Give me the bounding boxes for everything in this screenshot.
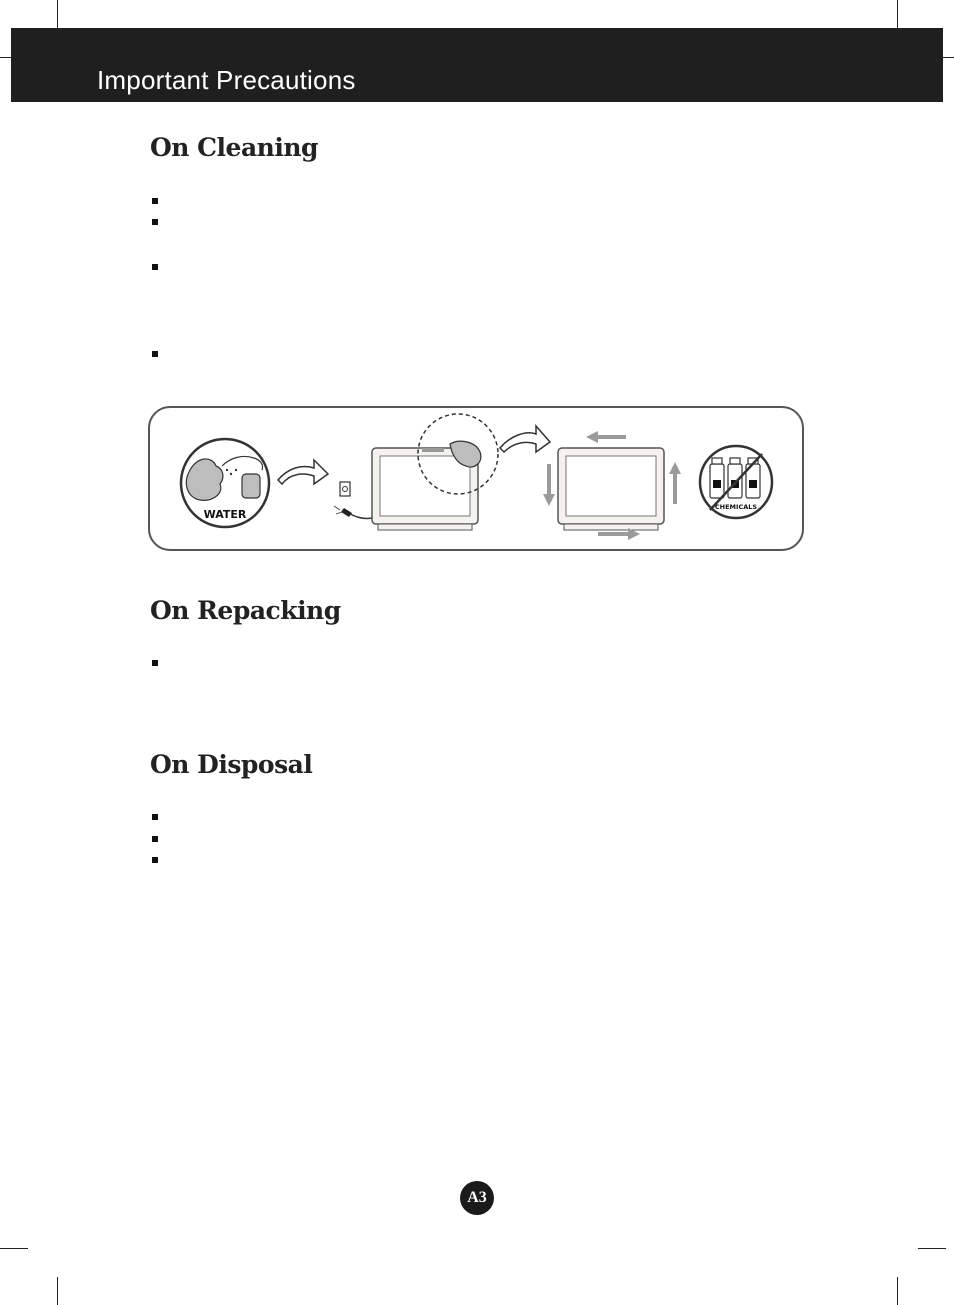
crop-mark [57, 1277, 58, 1305]
page-title: Important Precautions [97, 65, 356, 95]
monitor-wipe-directions-icon [543, 431, 681, 540]
bullet-point [152, 219, 158, 225]
cleaning-illustration-panel: WATER [148, 406, 804, 551]
power-plug-icon [333, 481, 373, 520]
monitor-wipe-icon [371, 413, 499, 531]
crop-mark [918, 1248, 946, 1249]
bullet-point [152, 351, 158, 357]
arrow-right-icon [498, 424, 552, 454]
bullet-point [152, 264, 158, 270]
page-number-badge: A3 [460, 1181, 494, 1215]
crop-mark [0, 1248, 28, 1249]
chemicals-label: CHEMICALS [715, 503, 757, 511]
no-chemicals-icon: CHEMICALS [698, 444, 774, 520]
crop-mark [57, 0, 58, 28]
bullet-point [152, 857, 158, 863]
section-heading-cleaning: On Cleaning [150, 133, 319, 162]
section-heading-repacking: On Repacking [150, 596, 341, 625]
bullet-point [152, 198, 158, 204]
water-label: WATER [204, 508, 247, 521]
bullet-point [152, 836, 158, 842]
crop-mark [897, 0, 898, 28]
header-bar: Important Precautions [11, 28, 943, 102]
bullet-point [152, 814, 158, 820]
section-heading-disposal: On Disposal [150, 750, 313, 779]
bullet-point [152, 660, 158, 666]
arrow-right-icon [276, 458, 330, 486]
crop-mark [897, 1277, 898, 1305]
water-spray-cloth-icon: WATER [179, 437, 271, 529]
